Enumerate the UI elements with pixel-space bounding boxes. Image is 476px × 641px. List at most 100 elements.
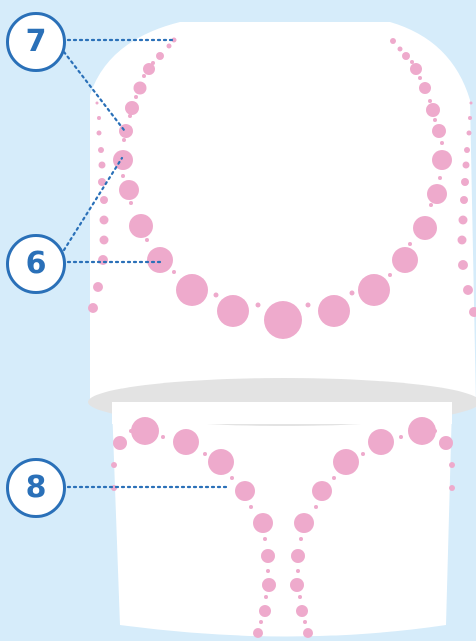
necklace-bead xyxy=(213,292,219,298)
necklace-bead xyxy=(432,150,452,170)
waist-strand-bead xyxy=(299,537,303,541)
necklace-bead xyxy=(408,242,412,246)
side-strand-bead xyxy=(458,215,468,225)
necklace-bead xyxy=(129,201,133,205)
waist-strand-bead xyxy=(249,505,253,509)
waist-strand-bead xyxy=(312,481,332,501)
waist-strand-bead xyxy=(294,513,314,533)
necklace-bead xyxy=(402,52,410,60)
necklace-bead xyxy=(358,274,390,306)
waist-strand-bead xyxy=(230,476,234,480)
leader-line-6-b xyxy=(62,156,124,252)
necklace-bead xyxy=(419,82,431,94)
waist-strand-bead xyxy=(408,417,436,445)
necklace-bead xyxy=(255,302,261,308)
waist-strand-bead xyxy=(161,435,165,439)
necklace-bead xyxy=(145,238,149,242)
necklace-bead xyxy=(166,43,172,49)
side-strand-bead xyxy=(468,116,472,120)
necklace-bead xyxy=(418,76,422,80)
necklace-bead xyxy=(143,63,155,75)
waist-strand-bead xyxy=(261,549,275,563)
waist-strand-bead xyxy=(235,481,255,501)
waist-strand-bead xyxy=(298,595,302,599)
waist-strand-bead xyxy=(296,569,300,573)
necklace-bead xyxy=(264,301,302,339)
leader-line-7-b xyxy=(62,50,126,132)
callout-8: 8 xyxy=(6,458,66,518)
waist-strand-bead xyxy=(259,605,271,617)
necklace-bead xyxy=(427,184,447,204)
necklace-bead xyxy=(410,60,414,64)
necklace-bead xyxy=(171,37,177,43)
necklace-bead xyxy=(318,295,350,327)
side-strand-bead xyxy=(461,178,469,186)
necklace-bead xyxy=(119,180,139,200)
side-strand-bead xyxy=(460,196,468,204)
waist-strand-bead xyxy=(333,449,359,475)
waist-strand-bead xyxy=(439,436,453,450)
side-strand-bead xyxy=(462,161,470,169)
waist-strand-bead xyxy=(263,537,267,541)
necklace-bead xyxy=(440,141,444,145)
side-strand-bead xyxy=(464,147,470,153)
leader-lines xyxy=(62,38,230,489)
waist-strand-bead xyxy=(290,578,304,592)
side-strand-bead xyxy=(99,235,109,245)
necklace-bead xyxy=(176,274,208,306)
necklace-bead xyxy=(217,295,249,327)
side-strand-bead xyxy=(463,285,473,295)
callout-6: 6 xyxy=(6,234,66,294)
callout-7: 7 xyxy=(6,12,66,72)
side-strand-bead xyxy=(88,303,98,313)
waist-strand-bead xyxy=(314,505,318,509)
side-strand-bead xyxy=(93,282,103,292)
side-strand-bead xyxy=(469,307,476,317)
side-strand-bead xyxy=(98,161,106,169)
waist-strand-bead xyxy=(291,549,305,563)
necklace-bead xyxy=(147,247,173,273)
lower-body-form xyxy=(112,405,452,637)
upper-torso-form xyxy=(90,22,476,405)
waist-strand-bead xyxy=(399,435,403,439)
side-strand-bead xyxy=(458,260,468,270)
waist-strand-bead xyxy=(264,595,268,599)
necklace-bead xyxy=(428,99,432,103)
necklace-bead xyxy=(392,247,418,273)
side-strand-bead xyxy=(95,101,99,105)
side-strand-bead xyxy=(99,215,109,225)
necklace-bead xyxy=(142,74,146,78)
necklace-bead xyxy=(134,95,138,99)
necklace-bead xyxy=(438,176,442,180)
necklace-bead xyxy=(426,103,440,117)
callout-7-label: 7 xyxy=(25,24,47,59)
waist-strand-bead xyxy=(296,605,308,617)
waist-strand-bead xyxy=(332,476,336,480)
waist-strand-bead xyxy=(253,628,263,638)
waist-strand-bead xyxy=(253,513,273,533)
necklace-bead xyxy=(133,81,147,95)
waist-strand-bead xyxy=(303,620,307,624)
necklace-bead xyxy=(349,290,355,296)
necklace-bead xyxy=(122,138,126,142)
waist-strand-bead xyxy=(368,429,394,455)
necklace-bead xyxy=(390,38,396,44)
necklace-bead xyxy=(172,270,176,274)
necklace-bead xyxy=(156,52,164,60)
side-strand-bead xyxy=(466,130,472,136)
side-strand-bead xyxy=(98,255,108,265)
waist-strand-bead xyxy=(303,628,313,638)
callout-8-label: 8 xyxy=(25,470,47,505)
waist-strand-bead xyxy=(449,462,455,468)
necklace-bead xyxy=(413,216,437,240)
necklace-bead xyxy=(121,174,125,178)
waist-strand-bead xyxy=(266,569,270,573)
side-strand-bead xyxy=(457,235,467,245)
side-strand-bead xyxy=(96,130,102,136)
necklace-bead xyxy=(433,118,437,122)
bead-strands xyxy=(88,37,476,638)
necklace-bead xyxy=(432,124,446,138)
necklace-bead xyxy=(128,114,132,118)
waist-strand-bead xyxy=(208,449,234,475)
